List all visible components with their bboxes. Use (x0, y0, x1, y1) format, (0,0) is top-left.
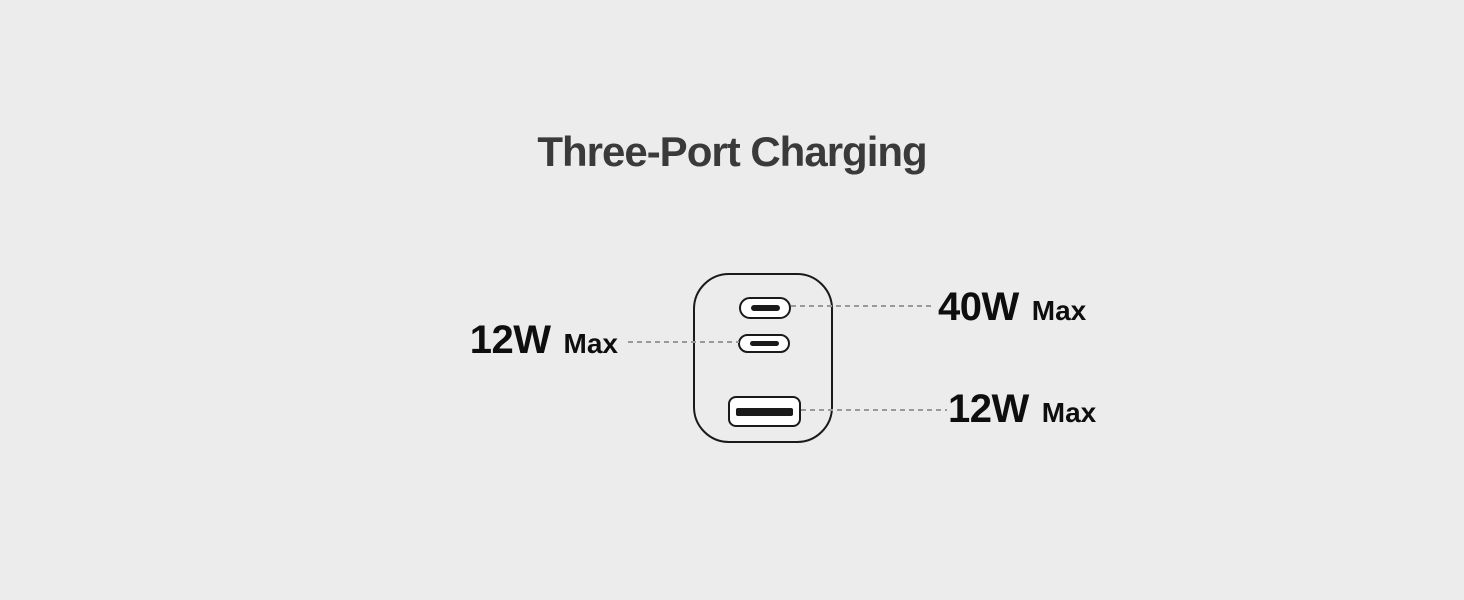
usb-a-port-bottom (728, 396, 801, 427)
power-value: 40W (938, 285, 1019, 329)
usb-c-pin-icon (750, 305, 780, 311)
power-label-usb-c-top: 40W Max (938, 287, 1086, 327)
power-unit: Max (563, 328, 618, 359)
leader-line-middle-port (628, 341, 739, 343)
power-unit: Max (1041, 397, 1097, 428)
usb-c-port-top (739, 297, 791, 319)
usb-c-port-middle (738, 334, 790, 353)
charger-body-outline (693, 273, 833, 443)
power-label-usb-a-bottom: 12W Max (948, 389, 1096, 429)
leader-line-bottom-port (801, 409, 947, 411)
usb-c-pin-icon (749, 341, 779, 346)
power-value: 12W (469, 318, 551, 362)
power-label-usb-c-middle: 12W Max (470, 320, 618, 360)
power-value: 12W (948, 387, 1029, 431)
usb-a-pin-icon (736, 407, 793, 416)
power-unit: Max (1031, 295, 1087, 326)
page-title: Three-Port Charging (537, 128, 927, 175)
leader-line-top-port (791, 305, 935, 307)
